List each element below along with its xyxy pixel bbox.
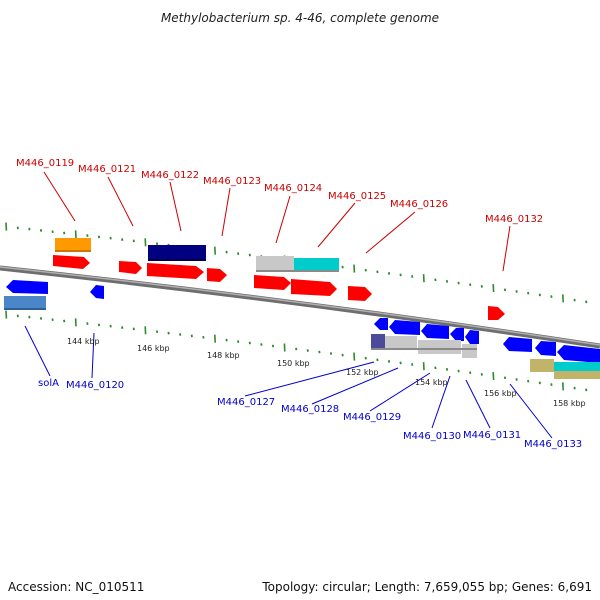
gene-arrow-blue-7[interactable] (465, 330, 479, 344)
gene-label-M446_0121[interactable]: M446_0121 (78, 164, 136, 175)
scale-label-154: 154 kbp (415, 378, 448, 387)
gene-navy-0122[interactable] (148, 245, 206, 259)
gene-arrow-red-3[interactable] (147, 263, 204, 279)
gene-arrow-red-8[interactable] (488, 306, 505, 320)
gene-label-M446_0133[interactable]: M446_0133 (524, 439, 582, 450)
gene-arrow-red-6[interactable] (291, 279, 337, 296)
gene-arrow-blue-10[interactable] (557, 345, 600, 363)
genome-backbone (0, 265, 600, 349)
gene-label-M446_0122[interactable]: M446_0122 (141, 170, 199, 181)
gene-label-M446_0119[interactable]: M446_0119 (16, 158, 74, 169)
gene-label-M446_0127[interactable]: M446_0127 (217, 397, 275, 408)
gene-arrow-blue-4[interactable] (389, 320, 420, 335)
gene-arrow-red-7[interactable] (348, 286, 372, 301)
gene-arrow-red-2[interactable] (119, 261, 142, 274)
gene-arrow-blue-6[interactable] (450, 328, 464, 341)
gene-label-M446_0129[interactable]: M446_0129 (343, 412, 401, 423)
gene-arrow-blue-3[interactable] (374, 318, 388, 330)
gene-label-solA[interactable]: solA (38, 378, 59, 389)
gene-label-M446_0132[interactable]: M446_0132 (485, 214, 543, 225)
scale-label-152: 152 kbp (346, 368, 379, 377)
gene-label-M446_0131[interactable]: M446_0131 (463, 430, 521, 441)
scale-label-148: 148 kbp (207, 351, 240, 360)
gene-arrow-red-1[interactable] (53, 255, 90, 269)
scale-label-150: 150 kbp (277, 359, 310, 368)
gene-purple-0127[interactable] (371, 334, 385, 348)
gene-label-M446_0126[interactable]: M446_0126 (390, 199, 448, 210)
bottom-leader-lines (24, 325, 553, 439)
tick-row-bottom (5, 310, 588, 392)
gene-arrow-red-4[interactable] (207, 268, 227, 282)
gene-gray-0129[interactable] (418, 340, 461, 354)
top-gene-labels: M446_0119 M446_0121 M446_0122 M446_0123 … (16, 158, 543, 225)
scale-label-146: 146 kbp (137, 344, 170, 353)
gene-label-M446_0124[interactable]: M446_0124 (264, 183, 322, 194)
map-title: Methylobacterium sp. 4-46, complete geno… (161, 11, 439, 25)
gene-steelblue-solA[interactable] (4, 296, 46, 308)
scale-label-156: 156 kbp (484, 389, 517, 398)
scale-label-144: 144 kbp (67, 337, 100, 346)
bottom-gene-labels: solA M446_0120 M446_0127 M446_0128 M446_… (38, 378, 582, 450)
gene-khaki-2[interactable] (554, 371, 600, 379)
gene-khaki-0133[interactable] (530, 359, 554, 372)
gene-cyan-0133[interactable] (554, 362, 600, 372)
gene-gray-0124[interactable] (256, 256, 294, 270)
gene-arrow-blue-9[interactable] (535, 341, 556, 356)
accession-text: Accession: NC_010511 (8, 580, 145, 594)
scale-labels: 144 kbp 146 kbp 148 kbp 150 kbp 152 kbp … (67, 337, 586, 408)
top-leader-lines (43, 171, 511, 272)
gene-label-M446_0120[interactable]: M446_0120 (66, 380, 124, 391)
gene-gray-0128[interactable] (385, 336, 417, 350)
gene-cyan-0125[interactable] (294, 258, 339, 272)
forward-strand-genes (53, 238, 505, 320)
gene-arrow-blue-5[interactable] (421, 324, 449, 339)
gene-label-M446_0123[interactable]: M446_0123 (203, 176, 261, 187)
scale-label-158: 158 kbp (553, 399, 586, 408)
topology-text: Topology: circular; Length: 7,659,055 bp… (262, 580, 592, 594)
gene-arrow-red-5[interactable] (254, 275, 291, 290)
reverse-strand-genes (4, 280, 600, 379)
gene-gray-0130[interactable] (462, 344, 477, 358)
gene-label-M446_0128[interactable]: M446_0128 (281, 404, 339, 415)
gene-arrow-blue-1[interactable] (6, 280, 48, 294)
gene-label-M446_0130[interactable]: M446_0130 (403, 431, 461, 442)
gene-orange-0119[interactable] (55, 238, 91, 250)
gene-arrow-blue-2[interactable] (90, 285, 104, 299)
gene-label-M446_0125[interactable]: M446_0125 (328, 191, 386, 202)
gene-arrow-blue-8[interactable] (503, 337, 532, 352)
